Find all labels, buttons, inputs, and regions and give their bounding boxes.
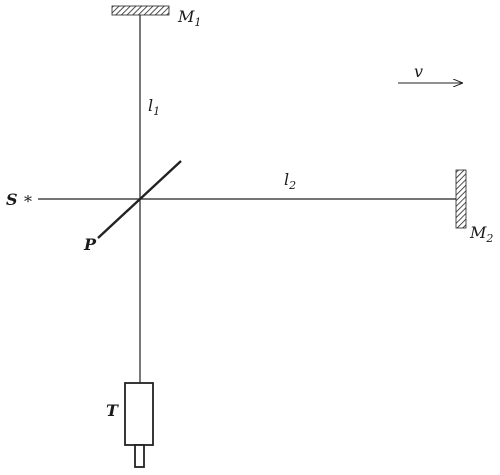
label-m1: M1 [177,7,201,29]
beam-splitter-plate [97,160,182,239]
label-source: S [6,190,18,209]
mirror-m1 [111,5,170,16]
telescope-eyepiece [134,444,145,468]
mirror-m2 [455,169,467,229]
telescope-body [124,382,154,446]
label-telescope: T [106,401,119,420]
label-plate: P [83,235,97,254]
label-l1: l1 [148,96,160,118]
source-star: * [24,192,32,211]
label-velocity: v [414,62,423,81]
label-m2: M2 [469,223,493,245]
label-l2: l2 [284,170,296,192]
